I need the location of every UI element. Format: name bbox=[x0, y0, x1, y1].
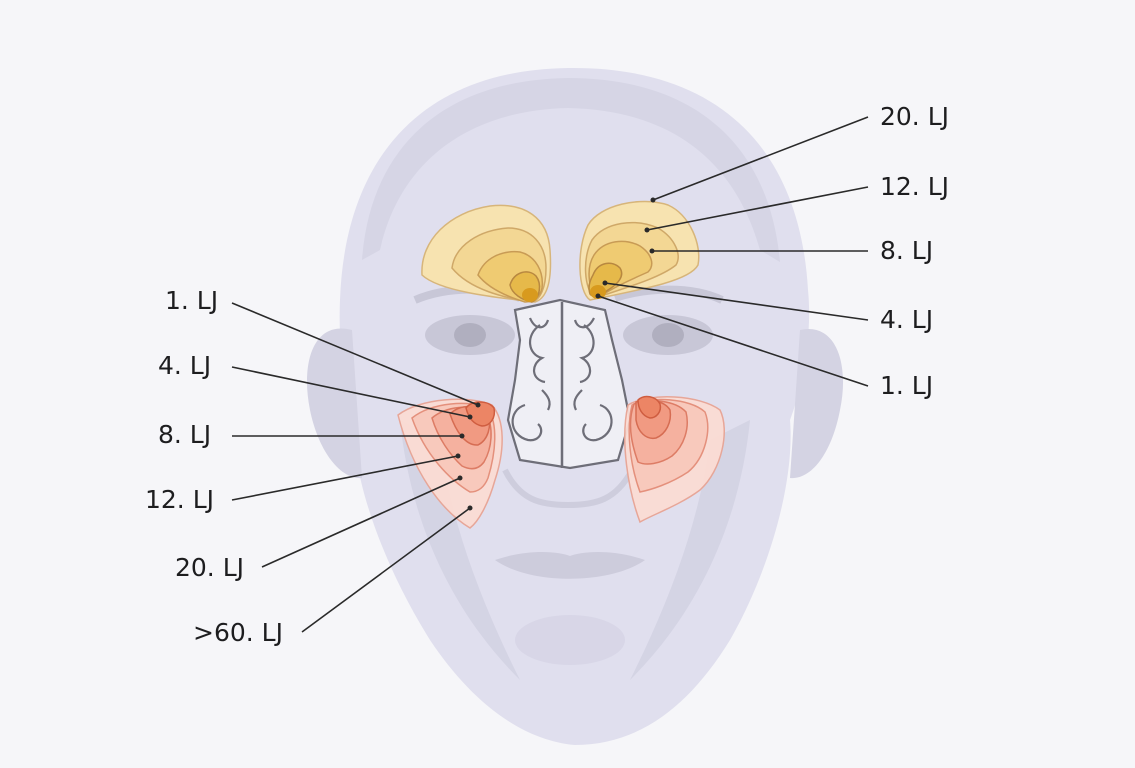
label-right-age-4: 4. LJ bbox=[880, 307, 933, 332]
label-left-age-20: 20. LJ bbox=[175, 555, 244, 580]
label-left-age-60: >60. LJ bbox=[193, 620, 283, 645]
label-left-age-1: 1. LJ bbox=[165, 288, 218, 313]
label-right-age-1: 1. LJ bbox=[880, 373, 933, 398]
label-left-age-12: 12. LJ bbox=[145, 487, 214, 512]
label-right-age-12: 12. LJ bbox=[880, 174, 949, 199]
label-left-age-8: 8. LJ bbox=[158, 422, 211, 447]
label-left-age-4: 4. LJ bbox=[158, 353, 211, 378]
label-right-age-20: 20. LJ bbox=[880, 104, 949, 129]
label-right-age-8: 8. LJ bbox=[880, 238, 933, 263]
